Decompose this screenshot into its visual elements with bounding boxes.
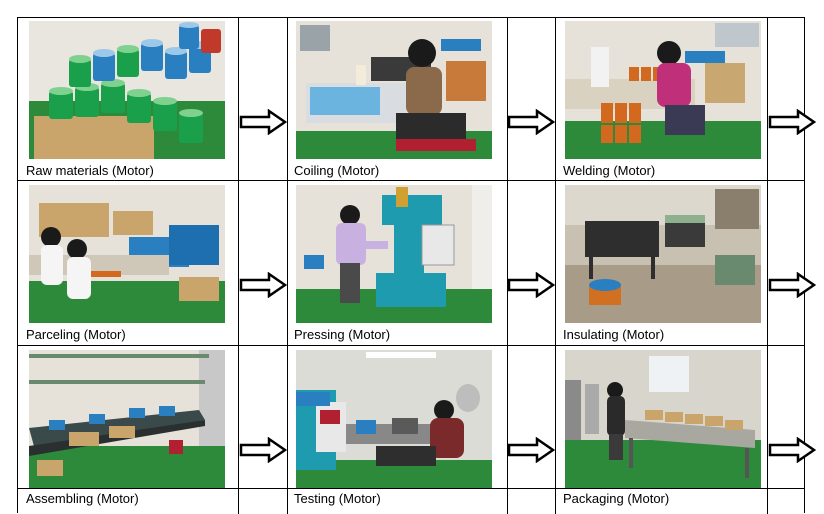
step-caption-welding: Welding (Motor) <box>563 163 656 178</box>
right-arrow-icon <box>239 437 287 463</box>
column-divider <box>507 18 508 514</box>
packaging-photo <box>565 350 761 488</box>
process-table: Raw materials (Motor) Coiling (Motor) <box>17 17 816 514</box>
right-arrow-icon <box>239 272 287 298</box>
column-divider <box>767 18 768 514</box>
right-arrow-icon <box>768 272 816 298</box>
column-divider <box>238 18 239 514</box>
right-arrow-icon <box>507 109 555 135</box>
right-arrow-icon <box>768 109 816 135</box>
step-caption-packaging: Packaging (Motor) <box>563 491 670 506</box>
column-divider <box>287 18 288 514</box>
step-caption-raw-materials: Raw materials (Motor) <box>26 163 154 178</box>
raw-materials-photo <box>29 21 225 159</box>
step-caption-parceling: Parceling (Motor) <box>26 327 126 342</box>
pressing-photo <box>296 185 492 323</box>
row-divider <box>18 345 804 346</box>
parceling-photo <box>29 185 225 323</box>
right-arrow-icon <box>768 437 816 463</box>
testing-photo <box>296 350 492 488</box>
row-divider <box>18 180 804 181</box>
step-caption-assembling: Assembling (Motor) <box>26 491 139 506</box>
row-divider <box>18 488 804 489</box>
right-arrow-icon <box>239 109 287 135</box>
step-caption-testing: Testing (Motor) <box>294 491 381 506</box>
coiling-photo <box>296 21 492 159</box>
step-caption-insulating: Insulating (Motor) <box>563 327 665 342</box>
insulating-photo <box>565 185 761 323</box>
assembling-photo <box>29 350 225 488</box>
right-arrow-icon <box>507 437 555 463</box>
step-caption-coiling: Coiling (Motor) <box>294 163 380 178</box>
column-divider <box>555 18 556 514</box>
step-caption-pressing: Pressing (Motor) <box>294 327 391 342</box>
welding-photo <box>565 21 761 159</box>
right-arrow-icon <box>507 272 555 298</box>
